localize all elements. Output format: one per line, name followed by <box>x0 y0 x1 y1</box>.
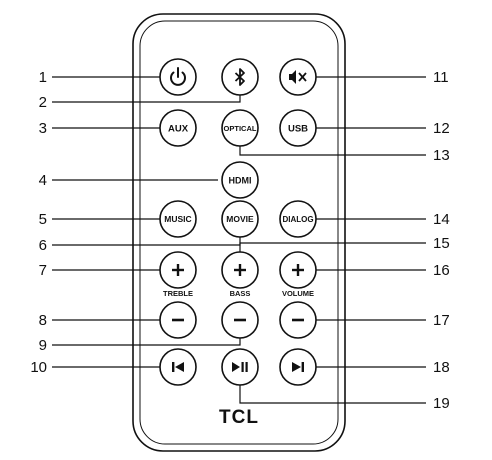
brand-logo: TCL <box>219 407 259 428</box>
callout-numbers: 1 2 3 4 5 6 7 8 9 10 11 12 13 14 15 16 1… <box>30 69 449 412</box>
plus-icon <box>234 264 246 276</box>
power-icon <box>170 67 186 86</box>
callout-3: 3 <box>39 120 47 137</box>
callout-18: 18 <box>433 359 450 376</box>
aux-label: AUX <box>168 124 189 135</box>
previous-icon <box>172 362 184 372</box>
callout-17: 17 <box>433 312 450 329</box>
callout-10: 10 <box>30 359 47 376</box>
callout-5: 5 <box>39 211 47 228</box>
hdmi-button[interactable]: HDMI <box>221 161 259 199</box>
optical-label: OPTICAL <box>224 124 257 133</box>
remote-inner-outline <box>139 20 339 445</box>
optical-button[interactable]: OPTICAL <box>221 109 259 147</box>
callout-12: 12 <box>433 120 450 137</box>
callout-8: 8 <box>39 312 47 329</box>
callout-6: 6 <box>39 237 47 254</box>
treble-down-button[interactable] <box>159 301 197 339</box>
callout-15: 15 <box>433 235 450 252</box>
previous-button[interactable] <box>159 348 197 386</box>
callout-19: 19 <box>433 395 450 412</box>
plus-icon <box>292 264 304 276</box>
volume-down-button[interactable] <box>279 301 317 339</box>
play-pause-button[interactable] <box>221 348 259 386</box>
music-button[interactable]: MUSIC <box>159 200 197 238</box>
bluetooth-button[interactable] <box>221 58 259 96</box>
mute-icon <box>289 70 307 84</box>
callout-14: 14 <box>433 211 450 228</box>
mute-button[interactable] <box>279 58 317 96</box>
treble-up-button[interactable] <box>159 251 197 289</box>
bass-label: BASS <box>230 289 251 298</box>
callout-13: 13 <box>433 147 450 164</box>
hdmi-label: HDMI <box>229 176 252 186</box>
play-pause-icon <box>232 362 248 372</box>
callout-9: 9 <box>39 337 47 354</box>
plus-icon <box>172 264 184 276</box>
callout-4: 4 <box>39 172 47 189</box>
next-button[interactable] <box>279 348 317 386</box>
aux-button[interactable]: AUX <box>159 109 197 147</box>
callout-7: 7 <box>39 262 47 279</box>
bluetooth-icon <box>234 68 245 86</box>
usb-button[interactable]: USB <box>279 109 317 147</box>
callout-2: 2 <box>39 94 47 111</box>
bass-up-button[interactable] <box>221 251 259 289</box>
dialog-label: DIALOG <box>282 215 313 224</box>
next-icon <box>292 362 304 372</box>
treble-label: TREBLE <box>163 289 193 298</box>
volume-up-button[interactable] <box>279 251 317 289</box>
callout-11: 11 <box>433 69 449 86</box>
movie-label: MOVIE <box>226 214 254 224</box>
volume-label: VOLUME <box>282 289 314 298</box>
dialog-button[interactable]: DIALOG <box>279 200 317 238</box>
power-button[interactable] <box>159 58 197 96</box>
usb-label: USB <box>288 124 308 135</box>
callout-16: 16 <box>433 262 450 279</box>
movie-button[interactable]: MOVIE <box>221 200 259 238</box>
bass-down-button[interactable] <box>221 301 259 339</box>
music-label: MUSIC <box>164 214 191 224</box>
callout-1: 1 <box>39 69 47 86</box>
